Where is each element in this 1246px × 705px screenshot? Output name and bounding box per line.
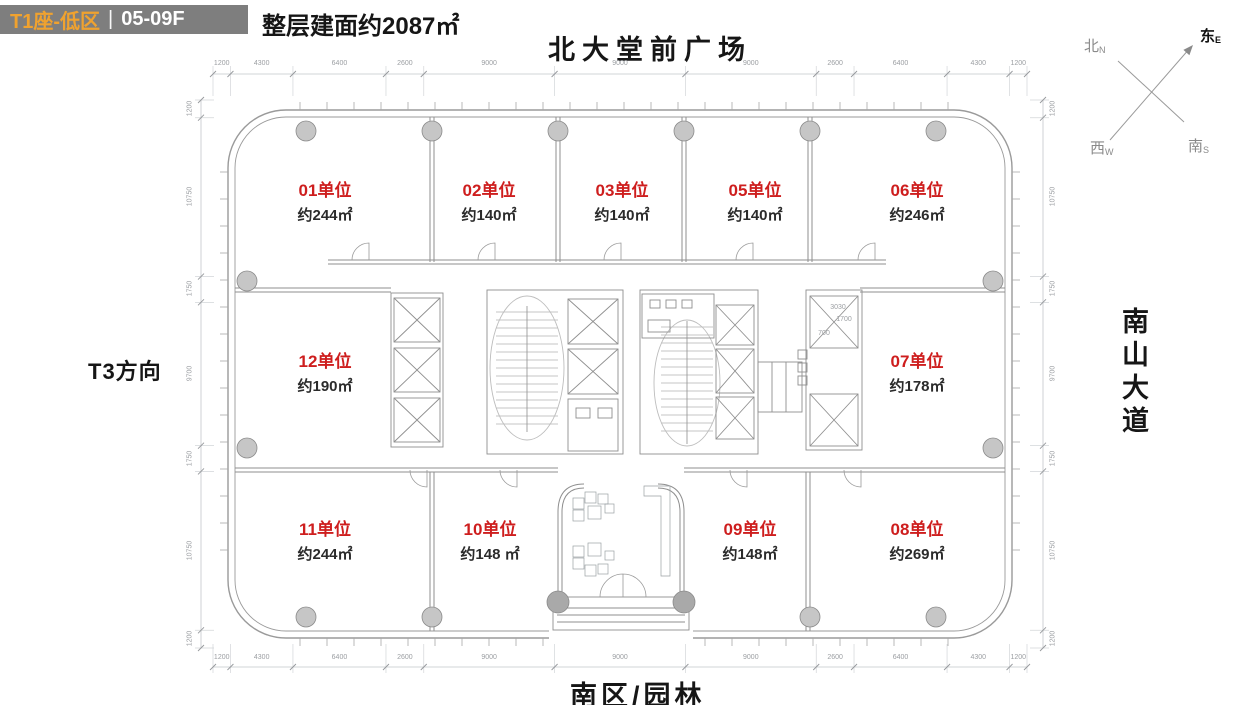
core-dimension-label: 700: [818, 330, 830, 337]
unit-number: 12单位: [298, 352, 352, 371]
dimension-label: 1200: [1010, 60, 1027, 67]
unit-number: 02单位: [462, 181, 516, 200]
dimension-label: 1200: [1049, 630, 1057, 647]
compass-cross-icon: [1109, 45, 1193, 141]
unit-area: 约148㎡: [722, 546, 778, 563]
unit-area: 约140㎡: [461, 207, 517, 224]
unit-label-05: 05单位 约140㎡: [685, 176, 825, 225]
east-road-label: 南山大道: [1118, 307, 1148, 439]
dimension-label: 9700: [1049, 365, 1057, 382]
dimension-label: 2600: [827, 60, 843, 67]
dimension-label: 1750: [186, 281, 194, 297]
dimension-label: 1200: [1010, 654, 1027, 661]
unit-number: 08单位: [890, 520, 944, 539]
dimension-label: 9000: [481, 654, 497, 661]
dimension-label: 4300: [253, 654, 270, 661]
dimension-label: 2600: [397, 654, 413, 661]
unit-label-02: 02单位 约140㎡: [419, 176, 559, 225]
dimension-label: 4300: [253, 60, 270, 67]
dimension-label: 2600: [827, 654, 843, 661]
generated-linework: [195, 66, 1049, 673]
unit-area: 约244㎡: [297, 207, 353, 224]
core-dimension-label: 1700: [836, 316, 852, 323]
unit-label-06: 06单位 约246㎡: [847, 176, 987, 225]
unit-label-10: 10单位 约148 ㎡: [420, 515, 560, 564]
structural-columns: [236, 120, 1004, 628]
header-separator: |: [108, 8, 114, 30]
unit-label-09: 09单位 约148㎡: [680, 515, 820, 564]
dimension-label: 1200: [213, 654, 230, 661]
dimension-label: 1750: [186, 450, 194, 466]
compass-east: 东E: [1200, 28, 1222, 45]
floor-area-note: 整层建面约2087㎡: [262, 13, 460, 40]
dimension-label: 6400: [892, 60, 909, 67]
dimension-label: 10750: [186, 540, 194, 561]
unit-number: 06单位: [890, 181, 944, 200]
dimension-label: 1200: [186, 630, 194, 647]
dimension-label: 1200: [1049, 100, 1057, 117]
compass-west: 西W: [1090, 140, 1114, 157]
t3-direction-label: T3方向: [88, 359, 162, 384]
dimension-label: 9000: [743, 654, 759, 661]
dimension-label: 6400: [331, 654, 348, 661]
dimension-label: 1750: [1049, 281, 1057, 297]
unit-label-03: 03单位 约140㎡: [552, 176, 692, 225]
dimension-label: 10750: [1049, 186, 1057, 207]
unit-number: 11单位: [299, 520, 351, 539]
dimension-label: 10750: [186, 186, 194, 207]
dimension-label: 10750: [1049, 540, 1057, 561]
unit-area: 约148 ㎡: [460, 546, 520, 563]
floor-range: 05-09F: [121, 8, 185, 30]
dimension-label: 1200: [186, 100, 194, 117]
north-plaza-label: 北大堂前广场: [548, 35, 752, 65]
unit-area: 约178㎡: [889, 378, 945, 395]
core-dimension-label: 3030: [830, 304, 846, 311]
door-arcs: [351, 242, 876, 598]
dimension-label: 9000: [612, 60, 628, 67]
dimension-label: 9000: [612, 654, 628, 661]
unit-area: 约140㎡: [727, 207, 783, 224]
dimension-label: 9000: [743, 60, 759, 67]
unit-label-07: 07单位 约178㎡: [847, 347, 987, 396]
dimension-label: 4300: [970, 654, 987, 661]
unit-label-01: 01单位 约244㎡: [255, 176, 395, 225]
dimension-label: 4300: [970, 60, 987, 67]
dimension-label: 2600: [397, 60, 413, 67]
core: [390, 289, 863, 455]
dimension-label: 1200: [213, 60, 230, 67]
unit-number: 10单位: [463, 520, 517, 539]
unit-number: 03单位: [595, 181, 649, 200]
unit-number: 09单位: [723, 520, 777, 539]
compass-arrow-icon: [1183, 45, 1193, 56]
dimension-label: 6400: [331, 60, 348, 67]
unit-area: 约140㎡: [594, 207, 650, 224]
compass: 北N 东E 西W 南S: [1060, 25, 1245, 165]
unit-number: 01单位: [298, 181, 352, 200]
compass-south: 南S: [1188, 138, 1210, 155]
south-garden-label: 南区/园林: [570, 681, 706, 705]
unit-label-11: 11单位 约244㎡: [255, 515, 395, 564]
unit-area: 约190㎡: [297, 378, 353, 395]
dimension-label: 6400: [892, 654, 909, 661]
unit-area: 约269㎡: [889, 546, 945, 563]
unit-area: 约244㎡: [297, 546, 353, 563]
unit-number: 05单位: [728, 181, 782, 200]
unit-area: 约246㎡: [889, 207, 945, 224]
unit-label-08: 08单位 约269㎡: [847, 515, 987, 564]
building-name: T1座-低区: [10, 11, 100, 33]
dimension-label: 9000: [481, 60, 497, 67]
unit-label-12: 12单位 约190㎡: [255, 347, 395, 396]
lobby-furniture: [572, 485, 671, 577]
compass-north: 北N: [1084, 38, 1106, 55]
dimension-label: 9700: [186, 365, 194, 382]
unit-number: 07单位: [890, 352, 944, 371]
interior-walls: [235, 117, 1005, 631]
entrance-porch: [549, 596, 693, 641]
header-badge: T1座-低区 | 05-09F: [0, 5, 248, 34]
dimension-label: 1750: [1049, 450, 1057, 466]
